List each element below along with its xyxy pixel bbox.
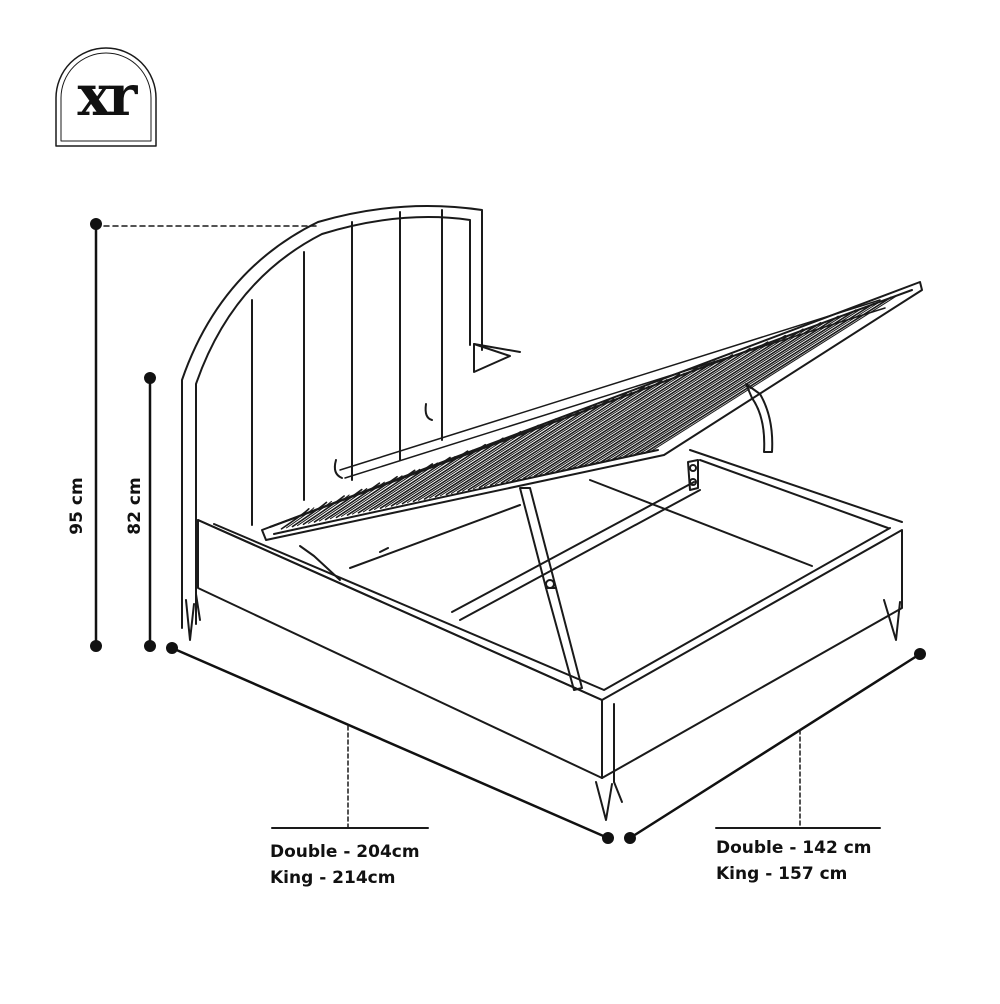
headboard-height-label: 82 cm [125,477,145,535]
bed-legs [185,593,901,821]
dimension-lines [90,218,926,844]
slat [445,411,575,496]
slat-edge [440,417,562,497]
slat-edge [451,411,580,494]
slat [368,456,451,512]
headboard [181,205,483,629]
slatted-frame [261,281,923,541]
bed-base [197,343,903,783]
slat-edge [627,308,862,458]
slat [379,450,469,510]
slats [280,295,897,530]
slat-edge [297,500,332,527]
slat [489,386,645,487]
slat [456,405,592,493]
slat-edge [385,449,474,508]
slat-edge [396,443,491,506]
slat [511,373,681,482]
slat-edge [484,391,632,488]
slat [302,495,345,526]
slat [335,475,398,519]
slat-edge [286,507,315,529]
slat [346,469,416,516]
slat-edge [528,366,703,478]
slat-edge [374,456,456,510]
slat-edge [594,327,809,465]
width-double-label: Double - 142 cm [716,838,872,858]
slat-edge [429,423,544,499]
slat [478,392,628,489]
slat [324,482,381,521]
slat [533,360,716,477]
slat [313,488,363,523]
slat [610,315,840,461]
slat [632,302,875,457]
slat-edge [407,436,509,504]
lift-mechanism [299,383,774,691]
slat [401,437,504,505]
slat [566,341,769,471]
slat-edge [539,359,721,476]
slat-edge [341,475,403,517]
slat-edge [418,430,527,501]
slat [434,418,557,498]
slat [599,322,822,464]
length-king-label: King - 214cm [270,868,396,888]
slat-edge [352,468,421,515]
slat-edge [638,302,880,455]
slat-edge [649,295,897,453]
slat-edge [550,353,738,474]
slat [555,347,751,473]
slat [467,398,610,491]
slat-edge [473,398,615,490]
slat-edge [462,404,597,492]
slat-edge [616,314,844,460]
slat-edge [583,334,791,467]
slat-edge [561,347,756,471]
slat [280,507,310,530]
slat-edge [330,481,385,520]
slat [357,463,434,514]
width-line [628,652,922,840]
slat-edge [506,379,668,483]
total-height-label: 95 cm [67,477,87,535]
slat [544,354,734,475]
brand-logo: xr [77,63,138,129]
length-double-label: Double - 204cm [270,842,420,862]
slat [500,379,663,484]
slat-edge [319,488,368,522]
length-line [170,646,610,840]
slat-edge [517,372,685,481]
logo-arch [55,47,157,147]
slat [412,431,522,503]
slat [390,443,487,507]
slat-edge [605,321,827,462]
slat [423,424,540,500]
slat-edge [363,462,438,513]
slat [291,501,328,528]
slat-edge [308,494,350,524]
slat-edge [495,385,650,485]
slat [577,334,787,468]
slat [588,328,804,466]
slat [621,309,857,459]
slat [522,366,698,480]
slat-edge [572,340,774,469]
width-king-label: King - 157 cm [716,864,848,884]
